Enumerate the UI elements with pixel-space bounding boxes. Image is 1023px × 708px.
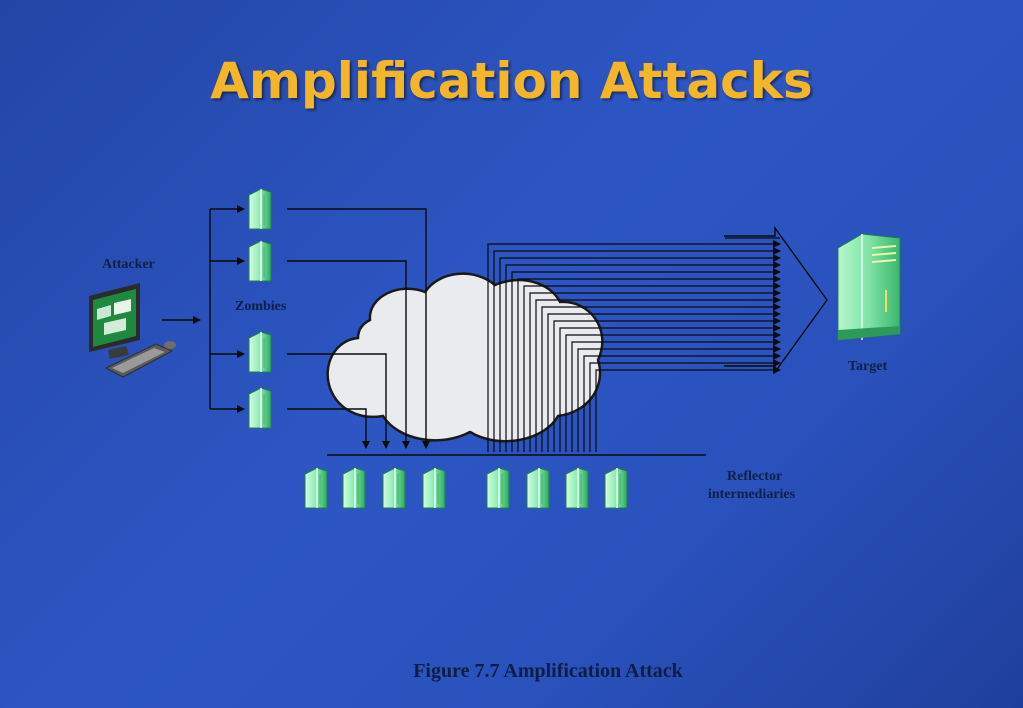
slide-title: Amplification Attacks [210, 52, 813, 110]
reflector-server-icon [422, 467, 446, 509]
zombie-to-reflector-lines [287, 208, 430, 449]
reflector-label-line1: Reflector [727, 469, 783, 484]
target-server-icon [837, 233, 901, 341]
reflector-server-icon [486, 467, 510, 509]
reflector-server-icon [342, 467, 366, 509]
amplified-traffic-arrow-icon [724, 225, 828, 375]
reflector-server-icon [382, 467, 406, 509]
zombies-label: Zombies [235, 299, 287, 314]
zombie-fanout-lines [209, 205, 245, 413]
reflector-to-target-lines [487, 237, 781, 452]
zombie-server-icon [248, 331, 272, 373]
figure-caption: Figure 7.7 Amplification Attack [413, 660, 683, 682]
reflector-server-icon [565, 467, 589, 509]
zombie-server-icon [248, 387, 272, 429]
reflector-label-line2: intermediaries [708, 487, 796, 502]
reflector-server-icon [526, 467, 550, 509]
attacker-label: Attacker [102, 257, 155, 272]
attacker-computer-icon [89, 283, 176, 378]
zombie-server-icon [248, 240, 272, 282]
zombie-server-icon [248, 188, 272, 230]
reflector-server-icon [604, 467, 628, 509]
reflector-server-icon [304, 467, 328, 509]
internet-cloud-shape [326, 272, 604, 443]
target-label: Target [848, 359, 888, 374]
